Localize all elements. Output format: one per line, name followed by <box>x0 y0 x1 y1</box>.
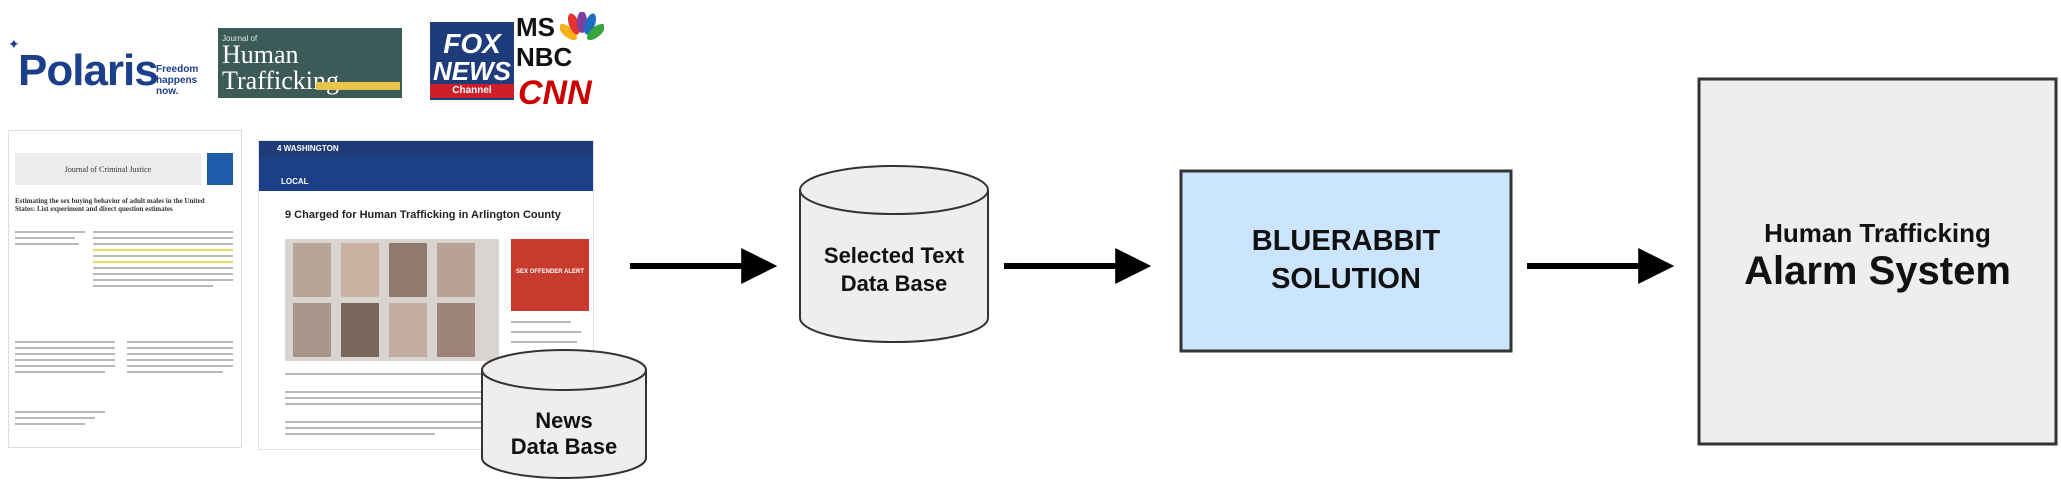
alarm-label-line2: Alarm System <box>1744 249 2011 293</box>
bluerabbit-label-line1: BLUERABBIT <box>1251 225 1441 257</box>
news-ad <box>511 239 589 311</box>
selected-db-cylinder <box>799 165 989 343</box>
news-nav-bar <box>259 141 593 157</box>
paper-publisher-logo <box>207 153 233 185</box>
cnn-logo: CNN <box>518 74 592 112</box>
msnbc-ms: MS <box>516 12 555 42</box>
fox-line3: Channel <box>430 84 514 98</box>
peacock-icon <box>560 12 604 44</box>
news-section-band <box>259 157 593 191</box>
polaris-name: Polaris <box>18 46 159 95</box>
alarm-system-box <box>1697 77 2058 446</box>
msnbc-nbc: NBC <box>516 42 573 72</box>
journal-banner <box>316 82 400 90</box>
journal-small-label: Journal of <box>222 34 258 43</box>
news-db-cylinder <box>481 349 647 479</box>
bluerabbit-label: BLUERABBIT SOLUTION <box>1181 222 1511 298</box>
paper-thumbnail: Journal of Criminal Justice Estimating t… <box>8 130 242 448</box>
news-db-label: News Data Base <box>482 408 646 460</box>
news-ad-text: SEX OFFENDER ALERT <box>515 269 585 275</box>
msnbc-logo: MS NBC <box>514 12 604 72</box>
fox-news-logo: FOX NEWS Channel <box>430 22 514 100</box>
selected-db-label: Selected Text Data Base <box>800 242 988 298</box>
star-icon: ✦ <box>8 36 20 52</box>
news-brand: 4 WASHINGTON <box>277 144 339 153</box>
paper-journal-name: Journal of Criminal Justice <box>64 165 152 174</box>
polaris-logo: ✦ Polaris Freedom happens now. <box>8 36 199 102</box>
polaris-tagline: Freedom happens now. <box>156 64 199 97</box>
bluerabbit-label-line2: SOLUTION <box>1271 263 1421 295</box>
alarm-system-label: Human Trafficking Alarm System <box>1699 218 2056 294</box>
news-photo <box>285 239 499 361</box>
paper-header <box>15 153 201 185</box>
bluerabbit-box <box>1179 169 1513 353</box>
paper-title: Estimating the sex buying behavior of ad… <box>15 197 205 213</box>
alarm-label-line1: Human Trafficking <box>1764 218 1991 248</box>
fox-line2: NEWS <box>433 56 511 86</box>
news-db-label-line1: News <box>535 408 593 433</box>
news-headline: 9 Charged for Human Trafficking in Arlin… <box>285 209 561 221</box>
news-db-label-line2: Data Base <box>510 434 618 459</box>
fox-line1: FOX <box>443 28 501 59</box>
selected-db-label-line1: Selected Text <box>823 243 965 268</box>
journal-human-trafficking-logo: Journal of Human Trafficking <box>218 28 402 98</box>
news-section-label: LOCAL <box>281 177 309 186</box>
selected-db-label-line2: Data Base <box>840 271 948 296</box>
